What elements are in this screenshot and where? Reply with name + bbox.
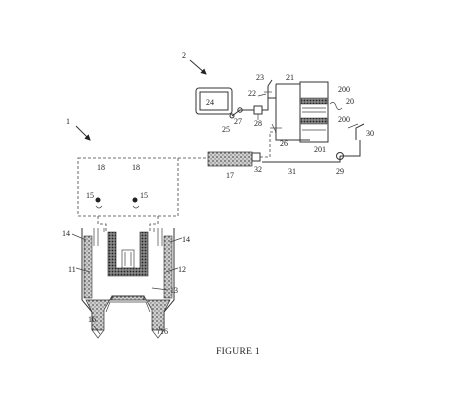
ref-201: 201 xyxy=(314,145,326,154)
ref-18-left: 18 xyxy=(97,163,105,172)
leaders-1 xyxy=(71,233,183,335)
piping xyxy=(178,123,365,167)
upper-chamber-18 xyxy=(77,157,179,217)
ref-15-left: 15 xyxy=(86,191,94,200)
reference-numerals: 1 2 18 18 15 15 14 14 11 12 13 16 16 17 … xyxy=(62,51,374,336)
valve-15-right xyxy=(132,197,140,209)
ref-12: 12 xyxy=(178,265,186,274)
ref-30: 30 xyxy=(366,129,374,138)
ref-18-right: 18 xyxy=(132,163,140,172)
figure-caption: FIGURE 1 xyxy=(216,347,260,357)
ref-29: 29 xyxy=(336,167,344,176)
ref-27: 27 xyxy=(234,117,242,126)
ref-15-right: 15 xyxy=(140,191,148,200)
ref-28: 28 xyxy=(254,119,262,128)
ref-25: 25 xyxy=(222,125,230,134)
ref-1: 1 xyxy=(66,117,70,126)
ref-23: 23 xyxy=(256,73,264,82)
ref-26: 26 xyxy=(280,139,288,148)
ref-14-right: 14 xyxy=(182,235,190,244)
ref-21: 21 xyxy=(286,73,294,82)
ref-17: 17 xyxy=(226,171,234,180)
ref-16-left: 16 xyxy=(88,315,96,324)
ducts xyxy=(97,216,159,232)
vessel-21 xyxy=(275,81,343,143)
ref-2: 2 xyxy=(182,51,186,60)
reactor-body xyxy=(81,228,175,339)
arrows xyxy=(75,59,359,141)
display-24 xyxy=(195,87,235,119)
ref-13: 13 xyxy=(170,286,178,295)
ref-14-left: 14 xyxy=(62,229,70,238)
ref-200-bottom: 200 xyxy=(338,115,350,124)
ref-22: 22 xyxy=(248,89,256,98)
ref-200-top: 200 xyxy=(338,85,350,94)
ref-32: 32 xyxy=(254,165,262,174)
ref-24: 24 xyxy=(206,98,214,107)
ref-20: 20 xyxy=(346,97,354,106)
valve-15-left xyxy=(95,197,103,209)
ref-31: 31 xyxy=(288,167,296,176)
ref-11: 11 xyxy=(68,265,76,274)
ref-16-right: 16 xyxy=(160,327,168,336)
system-2-line xyxy=(231,79,282,133)
